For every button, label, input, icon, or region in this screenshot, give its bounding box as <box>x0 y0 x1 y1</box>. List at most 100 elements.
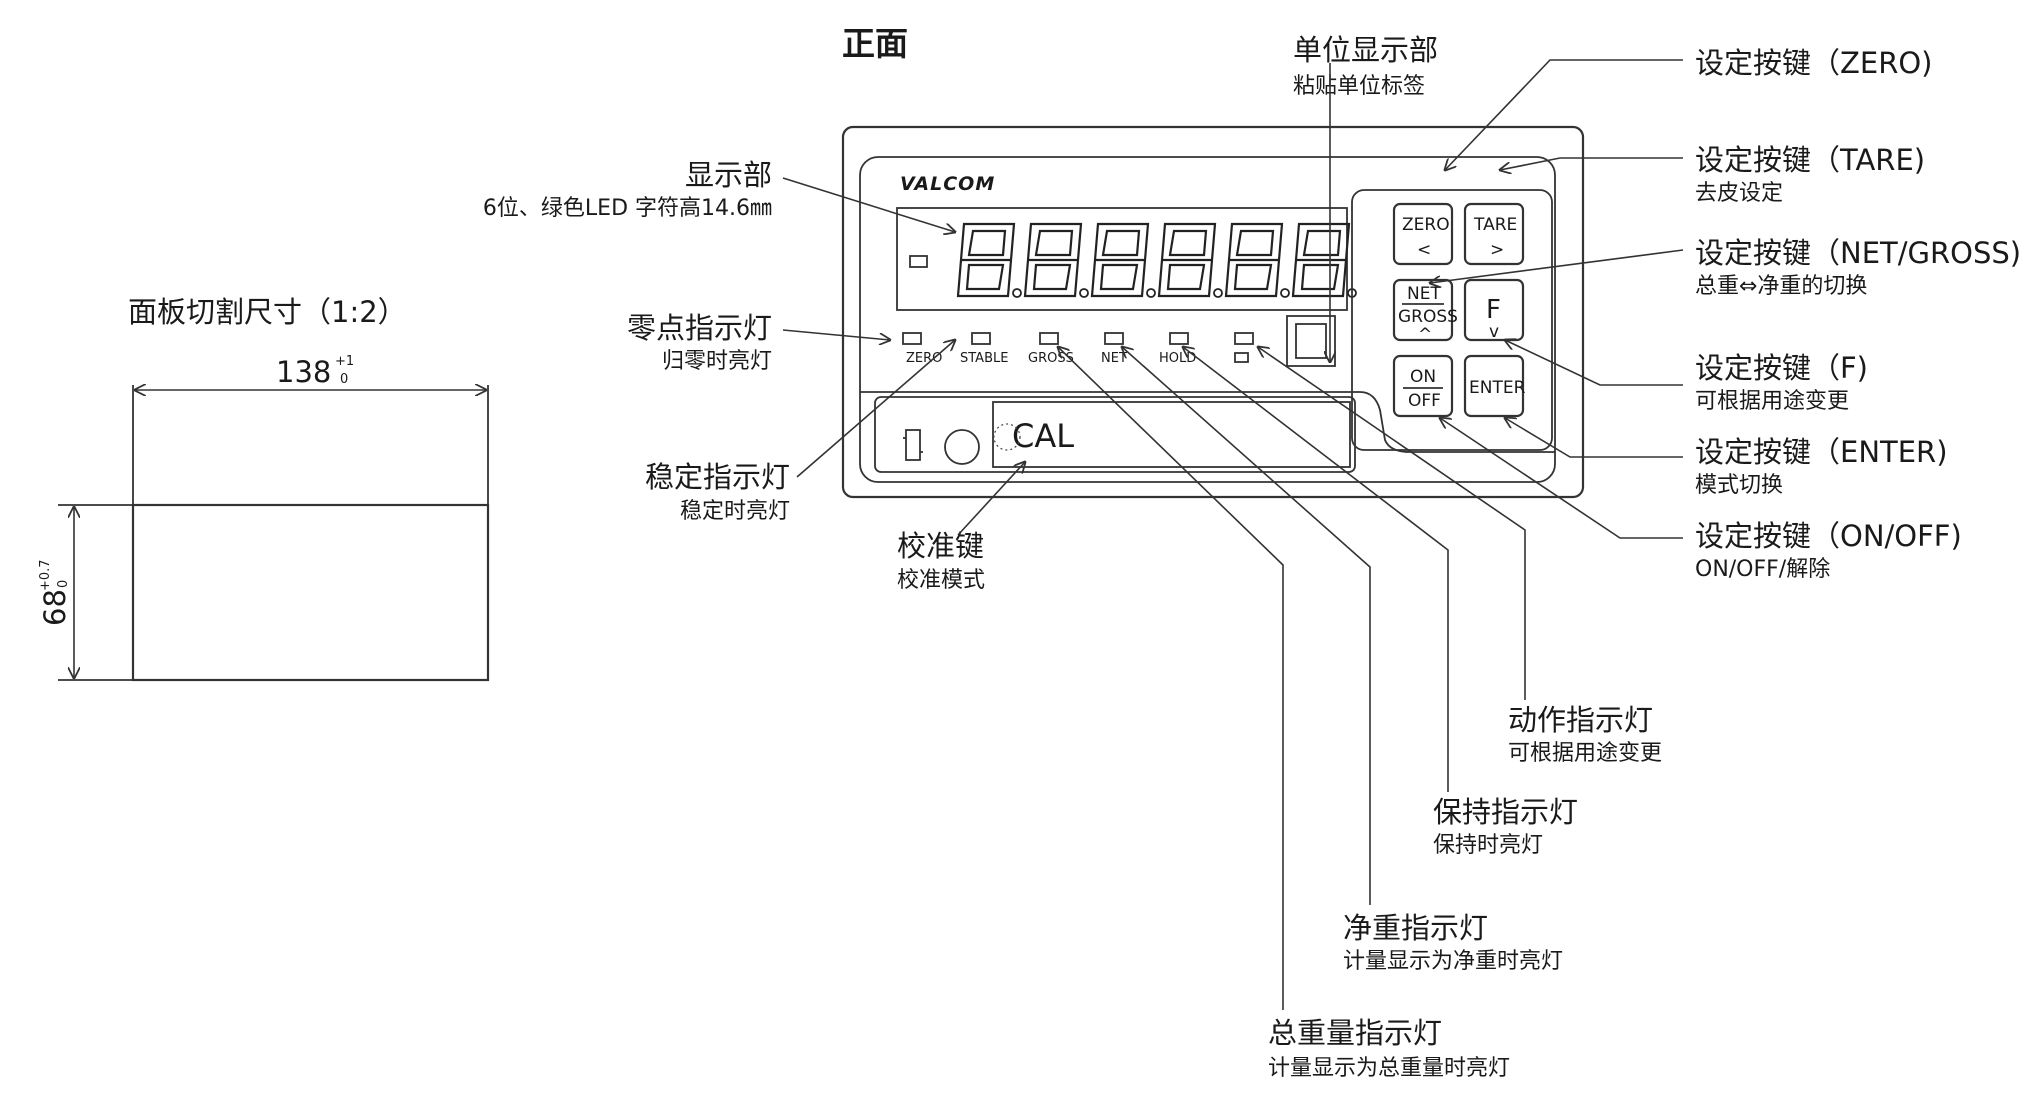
callout-key-net-gross: 设定按键（NET/GROSS) 总重⇔净重的切换 <box>1695 236 2021 299</box>
callout-key-net-gross-title: 设定按键（NET/GROSS) <box>1695 236 2021 270</box>
callout-key-f-sub: 可根据用途变更 <box>1695 389 1849 414</box>
front-panel: VALCOM ZERO STABLE GROSS NET HOLD CAL <box>841 125 1585 499</box>
on-button-label: ON <box>1410 367 1436 387</box>
callout-zero-lamp-sub: 归零时亮灯 <box>662 349 772 374</box>
enter-button[interactable]: ENTER <box>1463 354 1526 418</box>
f-button[interactable]: F v <box>1463 278 1525 342</box>
chevron-down-icon: v <box>1489 322 1499 342</box>
callout-zero-lamp: 零点指示灯 归零时亮灯 <box>627 311 772 374</box>
chevron-left-icon: < <box>1417 240 1431 260</box>
callout-action-lamp: 动作指示灯 可根据用途变更 <box>1508 703 1662 766</box>
tare-button-label: TARE <box>1473 215 1517 235</box>
indicator-lamp <box>1104 332 1124 345</box>
led-digit <box>1224 222 1290 298</box>
zero-button[interactable]: ZERO < <box>1392 202 1454 266</box>
cutout-width-base: 138 <box>276 355 331 389</box>
led-digit <box>1023 222 1089 298</box>
display-small-lamp <box>909 255 928 268</box>
net-gross-button[interactable]: NET GROSS ^ <box>1392 278 1458 345</box>
indicator-lamp <box>1234 332 1254 345</box>
callout-key-enter-title: 设定按键（ENTER) <box>1695 435 1948 469</box>
lower-cover <box>874 396 1356 473</box>
callout-action-lamp-sub: 可根据用途变更 <box>1508 741 1662 766</box>
on-off-button[interactable]: ON OFF <box>1392 354 1454 418</box>
callout-unit-display-title: 单位显示部 <box>1293 33 1438 67</box>
callout-gross-lamp: 总重量指示灯 计量显示为总重量时亮灯 <box>1268 1016 1510 1081</box>
callout-key-enter-sub: 模式切换 <box>1695 473 1783 498</box>
callout-key-f-title: 设定按键（F) <box>1695 351 1868 385</box>
cutout-width-lower: 0 <box>340 372 348 387</box>
callout-key-net-gross-sub: 总重⇔净重的切换 <box>1695 274 1867 299</box>
unit-label-window <box>1286 315 1336 367</box>
indicator-label-stable: STABLE <box>960 351 1008 366</box>
callout-gross-lamp-sub: 计量显示为总重量时亮灯 <box>1268 1056 1510 1081</box>
callout-stable-lamp-title: 稳定指示灯 <box>645 460 790 494</box>
callout-key-f: 设定按键（F) 可根据用途变更 <box>1695 351 1868 414</box>
cutout-height-base: 68 <box>38 589 72 626</box>
action-lamp-symbol <box>1234 352 1249 363</box>
indicator-lamp <box>1169 332 1189 345</box>
cal-key-label: CAL <box>1012 417 1074 455</box>
callout-key-zero-title: 设定按键（ZERO) <box>1695 46 1932 80</box>
callout-cal-key: 校准键 校准模式 <box>897 529 985 593</box>
callout-net-lamp-sub: 计量显示为净重时亮灯 <box>1343 949 1563 974</box>
callout-cal-key-title: 校准键 <box>897 529 984 563</box>
cutout-dimensions: 面板切割尺寸（1:2） 138 +1 0 68 +0.7 0 <box>38 295 490 682</box>
callout-display: 显示部 6位、绿色LED 字符高14.6㎜ <box>483 158 772 221</box>
callout-key-onoff: 设定按键（ON/OFF) ON/OFF/解除 <box>1695 519 1962 582</box>
connector-icon <box>903 429 923 461</box>
zero-button-label: ZERO <box>1402 215 1450 235</box>
indicator-label-gross: GROSS <box>1028 351 1074 366</box>
chevron-up-icon: ^ <box>1418 325 1432 345</box>
callout-net-lamp: 净重指示灯 计量显示为净重时亮灯 <box>1343 911 1563 974</box>
indicator-lamp <box>971 332 991 345</box>
callout-zero-lamp-title: 零点指示灯 <box>627 311 772 345</box>
indicator-label-net: NET <box>1101 351 1127 366</box>
round-port-icon <box>944 429 980 465</box>
led-digit <box>1157 222 1223 298</box>
callout-stable-lamp: 稳定指示灯 稳定时亮灯 <box>645 460 790 524</box>
indicator-lamps <box>902 332 1254 345</box>
callout-gross-lamp-title: 总重量指示灯 <box>1268 1016 1442 1050</box>
cal-window <box>992 401 1351 468</box>
cutout-title: 面板切割尺寸（1:2） <box>128 295 407 329</box>
callout-key-onoff-sub: ON/OFF/解除 <box>1695 557 1830 582</box>
cutout-height-upper: +0.7 <box>38 559 53 591</box>
callout-unit-display: 单位显示部 粘贴单位标签 <box>1293 33 1438 99</box>
callout-key-enter: 设定按键（ENTER) 模式切换 <box>1695 435 1948 498</box>
enter-button-label: ENTER <box>1469 378 1526 398</box>
indicator-lamp <box>902 332 922 345</box>
callout-unit-display-sub: 粘贴单位标签 <box>1293 74 1425 99</box>
cutout-height-lower: 0 <box>56 580 71 588</box>
callout-hold-lamp-sub: 保持时亮灯 <box>1433 833 1543 858</box>
callout-hold-lamp: 保持指示灯 保持时亮灯 <box>1433 795 1578 858</box>
tare-button[interactable]: TARE > <box>1463 202 1525 266</box>
led-digits <box>956 222 1357 298</box>
callout-action-lamp-title: 动作指示灯 <box>1508 703 1653 737</box>
gross-button-label: GROSS <box>1398 307 1458 327</box>
indicator-lamp <box>1039 332 1059 345</box>
chevron-right-icon: > <box>1490 240 1504 260</box>
led-digit <box>956 222 1022 298</box>
callout-net-lamp-title: 净重指示灯 <box>1343 911 1488 945</box>
callout-hold-lamp-title: 保持指示灯 <box>1433 795 1578 829</box>
callout-cal-key-sub: 校准模式 <box>897 568 985 593</box>
brand-logo: VALCOM <box>900 173 995 195</box>
cutout-rect <box>131 503 490 682</box>
leader-lines <box>782 59 1684 1010</box>
callout-key-tare-title: 设定按键（TARE) <box>1695 143 1925 177</box>
callout-key-onoff-title: 设定按键（ON/OFF) <box>1695 519 1962 553</box>
callout-key-tare-sub: 去皮设定 <box>1695 181 1783 206</box>
callout-key-tare: 设定按键（TARE) 去皮设定 <box>1695 143 1925 206</box>
cutout-width-upper: +1 <box>335 354 354 369</box>
callout-stable-lamp-sub: 稳定时亮灯 <box>680 499 790 524</box>
callout-key-zero: 设定按键（ZERO) <box>1695 46 1932 80</box>
callout-display-sub: 6位、绿色LED 字符高14.6㎜ <box>483 196 772 221</box>
led-digit <box>1090 222 1156 298</box>
callout-display-title: 显示部 <box>685 158 772 192</box>
key-block <box>1351 189 1553 451</box>
front-title: 正面 <box>842 24 908 63</box>
indicator-label-zero: ZERO <box>906 351 942 366</box>
f-button-label: F <box>1486 295 1501 325</box>
